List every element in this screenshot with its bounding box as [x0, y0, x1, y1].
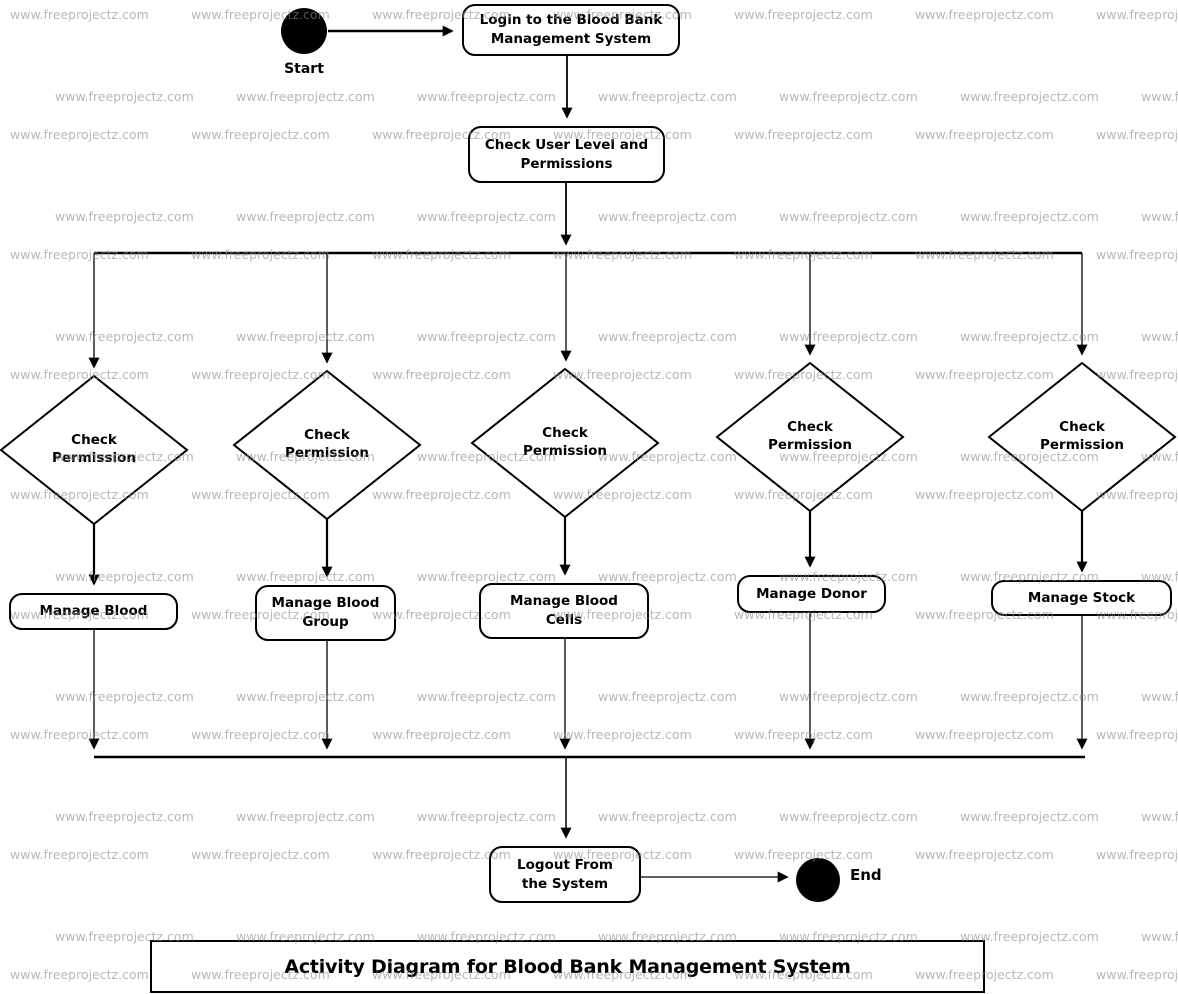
activity-manage-stock: Manage Stock — [991, 580, 1172, 616]
decision-label-1: Check Permission — [52, 432, 136, 467]
activity-manage-donor: Manage Donor — [737, 575, 886, 613]
activity-logout: Logout From the System — [489, 846, 641, 903]
end-node — [796, 858, 840, 902]
decision-label-3: Check Permission — [523, 425, 607, 460]
diagram-title: Activity Diagram for Blood Bank Manageme… — [284, 955, 851, 978]
activity-manage-blood-group: Manage Blood Group — [255, 585, 396, 641]
decision-label-2: Check Permission — [285, 427, 369, 462]
activity-check-user-level: Check User Level and Permissions — [468, 126, 665, 183]
end-label: End — [850, 866, 882, 884]
activity-manage-blood: Manage Blood — [9, 593, 178, 630]
diagram-title-box: Activity Diagram for Blood Bank Manageme… — [150, 940, 985, 993]
activity-login: Login to the Blood Bank Management Syste… — [462, 4, 680, 56]
decision-label-5: Check Permission — [1040, 419, 1124, 454]
start-node — [281, 8, 327, 54]
start-label: Start — [284, 61, 324, 77]
decision-label-4: Check Permission — [768, 419, 852, 454]
activity-manage-blood-cells: Manage Blood Cells — [479, 583, 649, 639]
